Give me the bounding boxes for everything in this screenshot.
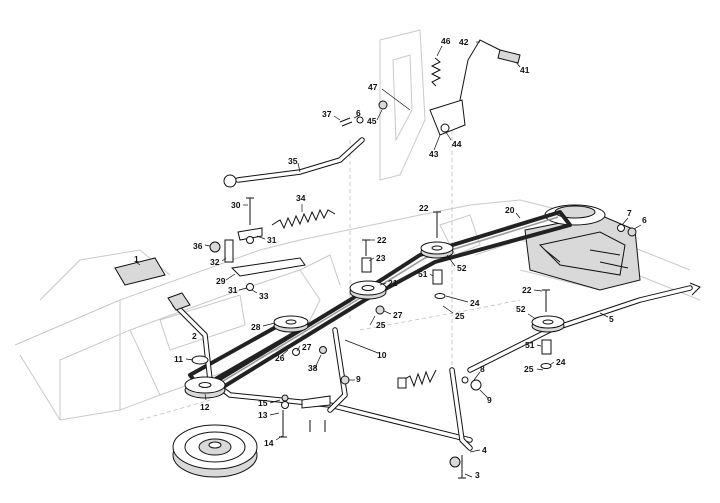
callout-52-b: 52: [516, 304, 526, 314]
callout-41: 41: [520, 65, 530, 75]
tensioner-lever: [114, 257, 473, 443]
callout-51-b: 51: [525, 340, 535, 350]
callout-25-c: 25: [524, 364, 534, 374]
callout-25-a: 25: [376, 320, 386, 330]
callout-43: 43: [429, 149, 439, 159]
idler-pulley-21: [349, 280, 387, 300]
bracket-29: [224, 227, 306, 277]
idler-pulley-52-right: [531, 315, 565, 333]
callout-51-a: 51: [418, 269, 428, 279]
spring-46: [430, 57, 442, 87]
callout-7: 7: [627, 208, 632, 218]
tensioner-spring-assembly: [397, 369, 437, 389]
callout-27-a: 27: [302, 342, 312, 352]
callout-23: 23: [376, 253, 386, 263]
bolts: [246, 197, 550, 479]
callout-13: 13: [258, 410, 268, 420]
callout-24-b: 24: [556, 357, 566, 367]
callout-38: 38: [308, 363, 318, 373]
idler-pulley-52-top: [420, 241, 454, 259]
callout-34: 34: [296, 193, 306, 203]
callout-26: 26: [275, 353, 285, 363]
callout-24-a: 24: [470, 298, 480, 308]
tension-rod: [467, 282, 701, 373]
callout-20: 20: [505, 205, 515, 215]
callout-5: 5: [609, 314, 614, 324]
callout-6-a: 6: [356, 108, 361, 118]
control-lever-42: [429, 39, 521, 136]
main-drive-belt: [208, 210, 572, 394]
callout-47: 47: [368, 82, 378, 92]
callout-22-a: 22: [419, 203, 429, 213]
callout-2: 2: [192, 331, 197, 341]
callout-21: 21: [388, 278, 398, 288]
callout-9-b: 9: [487, 395, 492, 405]
callout-46: 46: [441, 36, 451, 46]
small-hardware: [209, 100, 637, 468]
callout-25-b: 25: [455, 311, 465, 321]
spring-34: [271, 208, 336, 230]
callout-22-b: 22: [377, 235, 387, 245]
callout-37: 37: [322, 109, 332, 119]
drive-pulley-12: [184, 376, 226, 399]
callout-36: 36: [193, 241, 203, 251]
callout-33: 33: [259, 291, 269, 301]
callout-10: 10: [377, 350, 387, 360]
brackets: [327, 327, 473, 451]
callout-29: 29: [216, 276, 226, 286]
callout-6-b: 6: [642, 215, 647, 225]
callout-30: 30: [231, 200, 241, 210]
callout-9-a: 9: [356, 374, 361, 384]
callout-44: 44: [452, 139, 462, 149]
callout-42: 42: [459, 37, 469, 47]
callout-32: 32: [210, 257, 220, 267]
callout-52-a: 52: [457, 263, 467, 273]
callout-8: 8: [480, 364, 485, 374]
callout-28: 28: [251, 322, 261, 332]
callouts: 1 2 3 4 5 6 6 7 8 9 9 10 11 12 13 14 15: [134, 36, 647, 480]
callout-27-b: 27: [393, 310, 403, 320]
callout-31-a: 31: [267, 235, 277, 245]
callout-3: 3: [475, 470, 480, 480]
callout-22-c: 22: [522, 285, 532, 295]
callout-14: 14: [264, 438, 274, 448]
idler-pulley-28: [273, 315, 309, 333]
callout-4: 4: [482, 445, 487, 455]
callout-31-b: 31: [228, 285, 238, 295]
spacers: [191, 257, 552, 369]
callout-35: 35: [288, 156, 298, 166]
clutch-pulley: [172, 424, 258, 478]
callout-1: 1: [134, 254, 139, 264]
callout-15: 15: [258, 398, 268, 408]
callout-45: 45: [367, 116, 377, 126]
tie-rod-35: [223, 137, 365, 188]
callout-11: 11: [174, 354, 183, 364]
callout-12: 12: [200, 402, 210, 412]
